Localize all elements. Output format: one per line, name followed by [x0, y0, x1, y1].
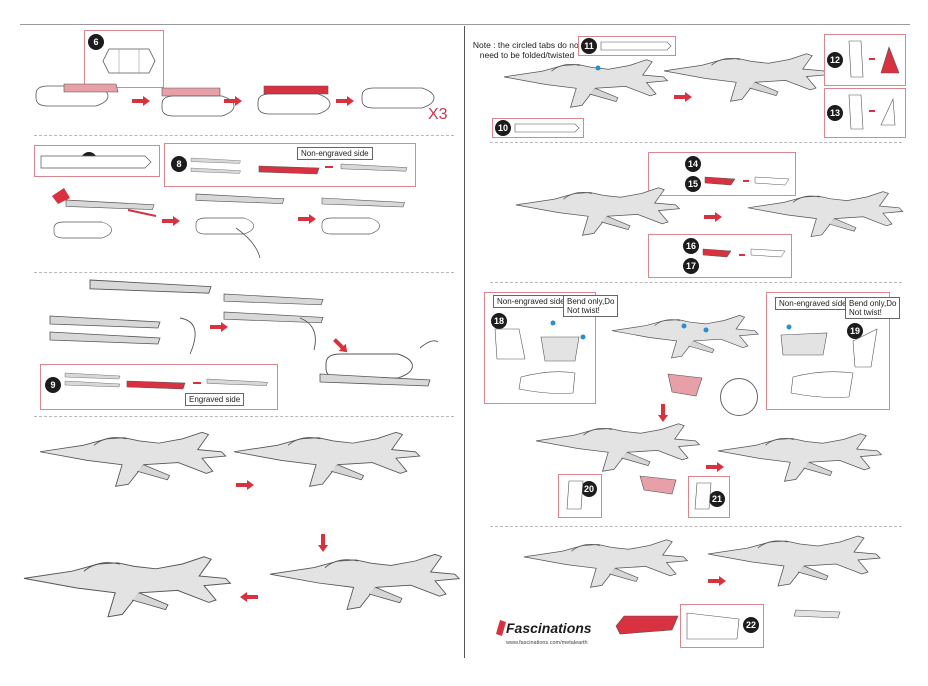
jet-step-20-21 — [535, 423, 700, 495]
step-16-17-callout: 16 17 — [648, 234, 792, 278]
part-19 — [780, 324, 878, 398]
step-6-callout: 6 — [84, 30, 164, 88]
step-14-15-callout: 14 15 — [648, 152, 796, 196]
step-10-callout: 10 — [492, 118, 584, 138]
step-6-number: 6 — [88, 34, 104, 50]
step-18-bend-label: Bend only,Do Not twist! — [563, 295, 619, 317]
separator — [490, 526, 902, 527]
separator — [490, 282, 902, 283]
step-17-number: 17 — [683, 258, 699, 274]
step-20-callout: 20 — [558, 474, 602, 518]
step-14-number: 14 — [685, 156, 701, 172]
step-18-side-label: Non-engraved side — [493, 295, 569, 308]
jet-step-10-11 — [503, 59, 668, 108]
note-line-1: Note : the circled tabs do not — [472, 40, 582, 50]
part-16-17 — [702, 248, 786, 258]
stand-base — [615, 615, 679, 635]
step-12-callout: 12 — [824, 34, 906, 86]
part-12 — [848, 40, 900, 78]
part-9-sequence — [64, 372, 268, 390]
step-8-number: 8 — [171, 156, 187, 172]
step-9-side-label: Engraved side — [185, 393, 245, 406]
step-7-callout: 7 — [34, 145, 160, 177]
detail-circle — [720, 378, 758, 416]
jet-assembly-row-2 — [23, 553, 460, 618]
step-19-side-label: Non-engraved side — [775, 297, 851, 310]
step-19-bend-label: Bend only,Do Not twist! — [845, 297, 901, 319]
page-divider — [464, 26, 465, 658]
part-10-flat — [514, 123, 580, 133]
jet-assembly-row-1 — [39, 431, 421, 490]
brand-name: Fascinations — [506, 620, 592, 636]
step-18-callout: Non-engraved side Bend only,Do Not twist… — [484, 292, 619, 404]
step-9-number: 9 — [45, 377, 61, 393]
step-7-8-sequence — [52, 188, 405, 259]
step-20-number: 20 — [581, 481, 597, 497]
step-8-callout: 8 Non-engraved side — [164, 143, 416, 187]
part-14-15 — [704, 176, 790, 186]
bend-label-line-2: Not twist! — [849, 308, 882, 317]
part-22 — [686, 612, 740, 640]
multiplier-label: X3 — [428, 106, 448, 123]
step-9-sequence — [49, 279, 439, 387]
step-19-callout: Non-engraved side Bend only,Do Not twist… — [766, 292, 901, 410]
step-21-number: 21 — [709, 491, 725, 507]
separator — [34, 135, 454, 136]
part-11-flat — [600, 41, 672, 51]
step-9-callout: 9 Engraved side — [40, 364, 278, 410]
folding-note: Note : the circled tabs do not need to b… — [468, 40, 586, 60]
step-13-number: 13 — [827, 105, 843, 121]
logo-mark-icon — [496, 620, 506, 636]
step-19-number: 19 — [847, 323, 863, 339]
jet-step-12-13 — [663, 53, 828, 102]
step-18-number: 18 — [491, 313, 507, 329]
bend-label-line-1: Bend only,Do — [849, 299, 897, 308]
step-6-sequence — [35, 83, 435, 117]
left-page: 6 X3 7 8 Non-engraved side — [23, 30, 460, 618]
step-16-number: 16 — [683, 238, 699, 254]
step-21-callout: 21 — [688, 476, 730, 518]
part-21 — [694, 482, 712, 510]
step-22-number: 22 — [743, 617, 759, 633]
step-8-side-label: Non-engraved side — [297, 147, 373, 160]
separator — [34, 416, 454, 417]
part-20 — [566, 480, 584, 510]
step-12-number: 12 — [827, 52, 843, 68]
jet-final — [707, 535, 881, 619]
step-11-callout: 11 — [578, 36, 676, 56]
part-8-sequence — [190, 157, 408, 175]
bend-label-line-2: Not twist! — [567, 306, 600, 315]
step-15-number: 15 — [685, 176, 701, 192]
right-arrow — [704, 212, 722, 222]
separator — [490, 142, 902, 143]
step-10-number: 10 — [495, 120, 511, 136]
top-rule — [20, 24, 910, 25]
step-22-callout: 22 — [680, 604, 764, 648]
part-7-flat — [40, 155, 152, 169]
step-11-number: 11 — [581, 38, 597, 54]
part-6-flat — [102, 48, 156, 74]
note-line-2: need to be folded/twisted — [479, 50, 575, 60]
step-13-callout: 13 — [824, 88, 906, 138]
right-page: Note : the circled tabs do not need to b… — [464, 0, 928, 686]
jet-step-20-21-result — [717, 433, 882, 482]
separator — [34, 272, 454, 273]
bend-label-line-1: Bend only,Do — [567, 297, 615, 306]
part-13 — [848, 94, 896, 130]
jet-step-22 — [523, 539, 688, 588]
brand-url: www.fascinations.com/metalearth — [506, 640, 588, 646]
part-18 — [494, 320, 586, 394]
jet-step-18-19 — [611, 315, 759, 397]
brand-logo: Fascinations www.fascinations.com/metale… — [494, 618, 594, 652]
